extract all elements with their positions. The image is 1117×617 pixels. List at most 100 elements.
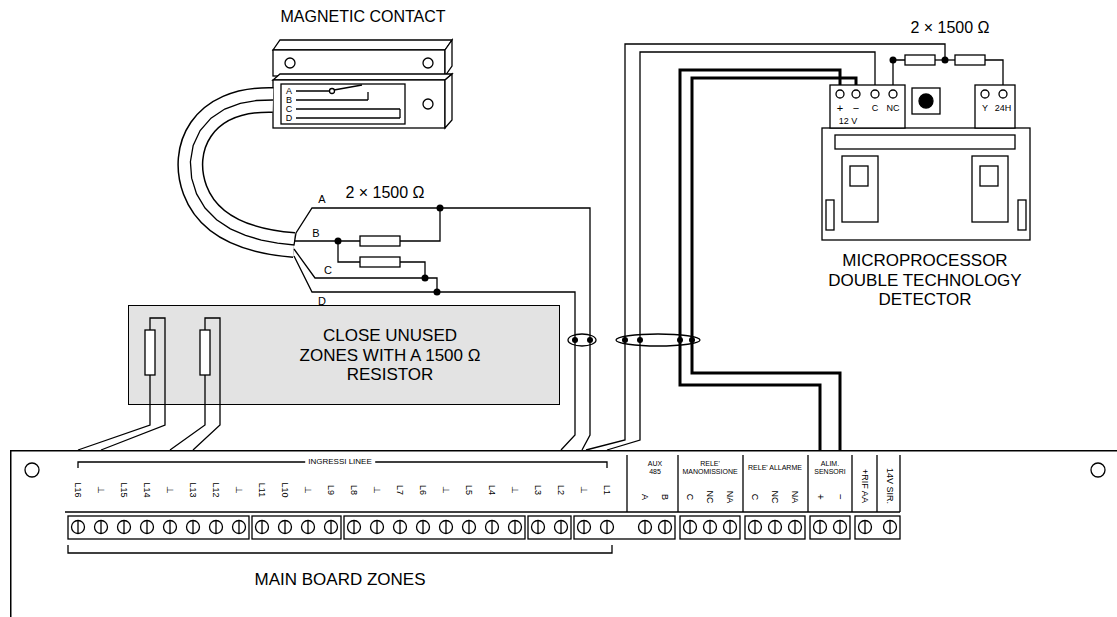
terminal-screw — [187, 521, 200, 534]
note-box: CLOSE UNUSED ZONES WITH A 1500 Ω RESISTO… — [128, 305, 560, 405]
magnetic-contact: MAGNETIC CONTACTABCD — [273, 4, 453, 130]
screw-slot — [284, 521, 285, 533]
magnetic-contact-part — [445, 74, 452, 128]
terminal-label: ⊥ — [96, 486, 106, 494]
detector-body-part — [850, 166, 868, 186]
terminal-screw — [532, 521, 545, 534]
terminal-label: L16 — [73, 482, 83, 497]
detector-body-part — [836, 90, 844, 98]
magnetic-contact — [273, 40, 452, 128]
terminal-block — [680, 516, 740, 539]
main-board-part — [851, 455, 852, 512]
wire-letter: D — [318, 295, 326, 308]
screw-slot — [192, 521, 193, 533]
wire-letter: A — [318, 193, 325, 206]
terminal-label: NC — [770, 491, 780, 504]
terminal-label: L8 — [349, 485, 359, 495]
detector-wiring — [586, 44, 1003, 450]
screw-slot — [864, 521, 865, 533]
screw-slot — [215, 521, 216, 533]
unused-zone-resistors-part — [101, 318, 165, 450]
detector-body-part — [889, 90, 897, 98]
cable-part — [190, 100, 294, 245]
main-board-part — [742, 455, 743, 512]
terminal-screw — [859, 521, 872, 534]
terminal-screw — [348, 521, 361, 534]
terminal-screw — [72, 521, 85, 534]
screw-slot — [794, 521, 795, 533]
main-board-part — [1091, 463, 1105, 477]
node-text: Y — [982, 103, 988, 113]
cable-part — [190, 100, 294, 245]
screw-slot — [468, 521, 469, 533]
main-board-part — [677, 455, 678, 512]
terminal-screw — [302, 521, 315, 534]
detector-wiring-part — [586, 44, 945, 450]
terminal-screw — [509, 521, 522, 534]
terminal-label: ALIM. SENSORI — [810, 460, 850, 476]
detector-body-part — [830, 85, 905, 128]
terminal-block — [252, 516, 341, 539]
main-board — [25, 455, 1105, 553]
node-text: MICROPROCESSOR DOUBLE TECHNOLOGY DETECTO… — [820, 251, 1030, 310]
terminal-screw — [141, 521, 154, 534]
terminal-label: L2 — [556, 485, 566, 495]
detector-wiring-part — [905, 55, 935, 65]
node-text: B — [286, 95, 292, 105]
detector-wiring-part — [955, 55, 985, 65]
terminal-screw — [417, 521, 430, 534]
screw-slot — [100, 521, 101, 533]
magnetic-contact-part — [296, 108, 400, 109]
terminal-label: L6 — [418, 485, 428, 495]
magnetic-contact-part — [296, 90, 329, 91]
detector-body-part — [842, 156, 878, 222]
contact-resistor-network-part — [400, 208, 440, 241]
terminal-label: ⊥ — [165, 486, 175, 494]
cable-sheath-rings-part-part — [622, 337, 628, 343]
node-text: C — [286, 104, 293, 114]
node-text: A — [286, 86, 292, 96]
screw-slot — [261, 521, 262, 533]
terminal-label: L3 — [533, 485, 543, 495]
terminal-block — [528, 516, 571, 539]
contact-resistor-network-part — [338, 241, 360, 262]
cable-sheath-rings-part-part — [572, 337, 578, 343]
detector-wiring-part — [680, 70, 840, 450]
terminal-label: ⊥ — [510, 486, 520, 494]
screw-slot — [664, 521, 665, 533]
terminal-block — [810, 516, 850, 539]
terminal-label: ⊥ — [441, 486, 451, 494]
cable-part — [190, 100, 294, 245]
cable-sheath-rings-part — [616, 334, 700, 346]
magnetic-contact-part — [273, 80, 445, 128]
terminal-screw — [639, 521, 652, 534]
terminal-label: C — [685, 494, 695, 501]
terminal-block — [344, 516, 525, 539]
terminal-screw — [834, 521, 847, 534]
screw-slot — [491, 521, 492, 533]
screw-slot — [238, 521, 239, 533]
cable — [190, 100, 294, 245]
terminal-screw — [210, 521, 223, 534]
detector-body-part — [919, 94, 933, 108]
node-text: + — [837, 102, 843, 115]
magnetic-contact-part — [445, 40, 452, 76]
wire-letter: C — [324, 264, 332, 277]
terminal-label: NC — [705, 491, 715, 504]
resistor-value: 2 × 1500 Ω — [345, 184, 424, 202]
detector-body-part — [852, 90, 860, 98]
screw-slot — [606, 521, 607, 533]
detector-body-part — [999, 90, 1007, 98]
contact-resistor-network-part-part — [335, 238, 342, 245]
unused-zone-resistors-part — [78, 375, 150, 450]
terminal-label: L9 — [326, 485, 336, 495]
terminal-label: ⊥ — [372, 486, 382, 494]
detector-body-part — [871, 90, 879, 98]
detector-body-part — [835, 135, 1015, 149]
main-board-part — [68, 545, 612, 553]
terminal-screw — [95, 521, 108, 534]
terminal-label: ⊥ — [234, 486, 244, 494]
terminal-screw — [233, 521, 246, 534]
cable-sheath-rings — [568, 334, 700, 346]
